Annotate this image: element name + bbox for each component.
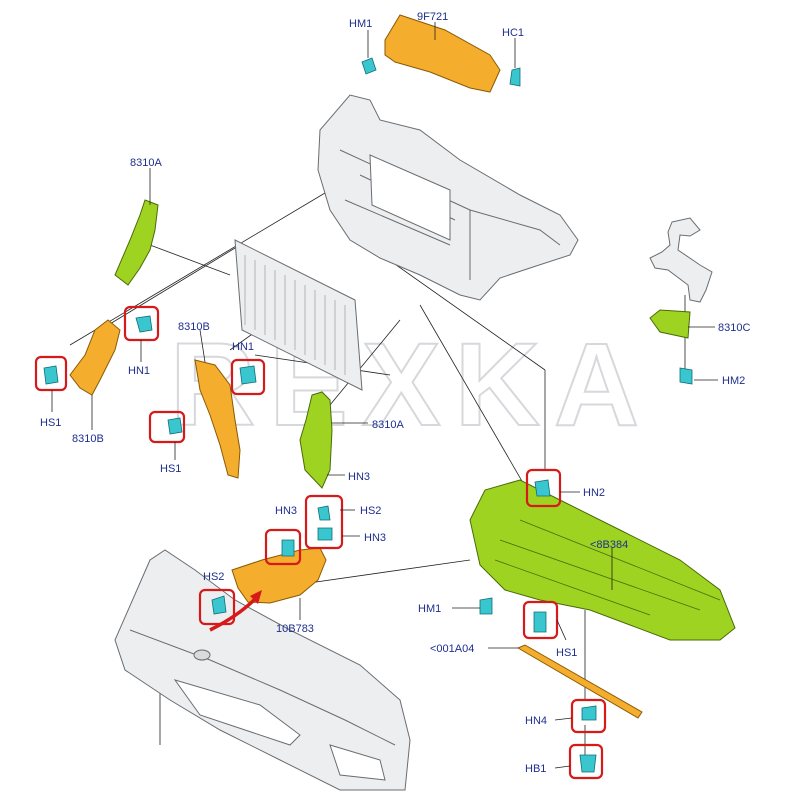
watermark-text: REXKA [170,319,653,451]
label-8310b-mid: 8310B [178,321,210,333]
label-hn4: HN4 [525,715,547,727]
label-hs2-left: HS2 [203,571,224,583]
label-8310b-left: 8310B [72,433,104,445]
label-8310a-mid: 8310A [372,419,404,431]
splash-shield-8b384 [469,479,736,641]
label-hs1-mid: HS1 [160,463,181,475]
red-arrow-head [250,590,262,604]
label-hn3-small2: HN3 [364,532,386,544]
label-hn3-mid: HN3 [348,471,370,483]
label-hn1-left: HN1 [128,365,150,377]
label-leaders [51,22,718,769]
label-8b384: <8B384 [590,539,628,551]
part-labels: HM1 9F721 HC1 8310A 8310B HN1 HN1 HS1 83… [40,11,750,775]
strip-001a04 [516,644,643,719]
label-8310a-left: 8310A [130,157,162,169]
label-hs1-left: HS1 [40,417,61,429]
deflector-8310b-left [69,319,121,396]
radiator-support [317,94,579,301]
deflector-8310c [649,309,691,339]
bracket-10b783 [231,547,327,604]
deflector-8310b-mid [194,359,241,479]
highlight-boxes [34,305,607,780]
front-bumper [114,549,411,791]
label-8310c: 8310C [718,322,750,334]
label-hn3-small: HN3 [275,505,297,517]
deflector-8310a-left [114,199,159,286]
label-hm1-top: HM1 [349,18,372,30]
label-hn2: HN2 [583,487,605,499]
fasteners [43,57,693,773]
radiator-core [234,239,363,391]
deflector-8310a-mid [299,391,333,489]
label-hm2: HM2 [722,375,745,387]
label-hs1-right: HS1 [556,647,577,659]
label-hc1: HC1 [502,27,524,39]
label-9f721: 9F721 [417,11,448,23]
air-deflector-9f721 [384,14,501,93]
label-hn1-mid: HN1 [232,341,254,353]
label-hb1: HB1 [525,763,546,775]
upper-bracket-part [649,217,713,303]
label-001a04: <001A04 [430,643,474,655]
label-hm1-right: HM1 [418,603,441,615]
label-hs2-small: HS2 [360,505,381,517]
label-10b783: 10B783 [276,623,314,635]
